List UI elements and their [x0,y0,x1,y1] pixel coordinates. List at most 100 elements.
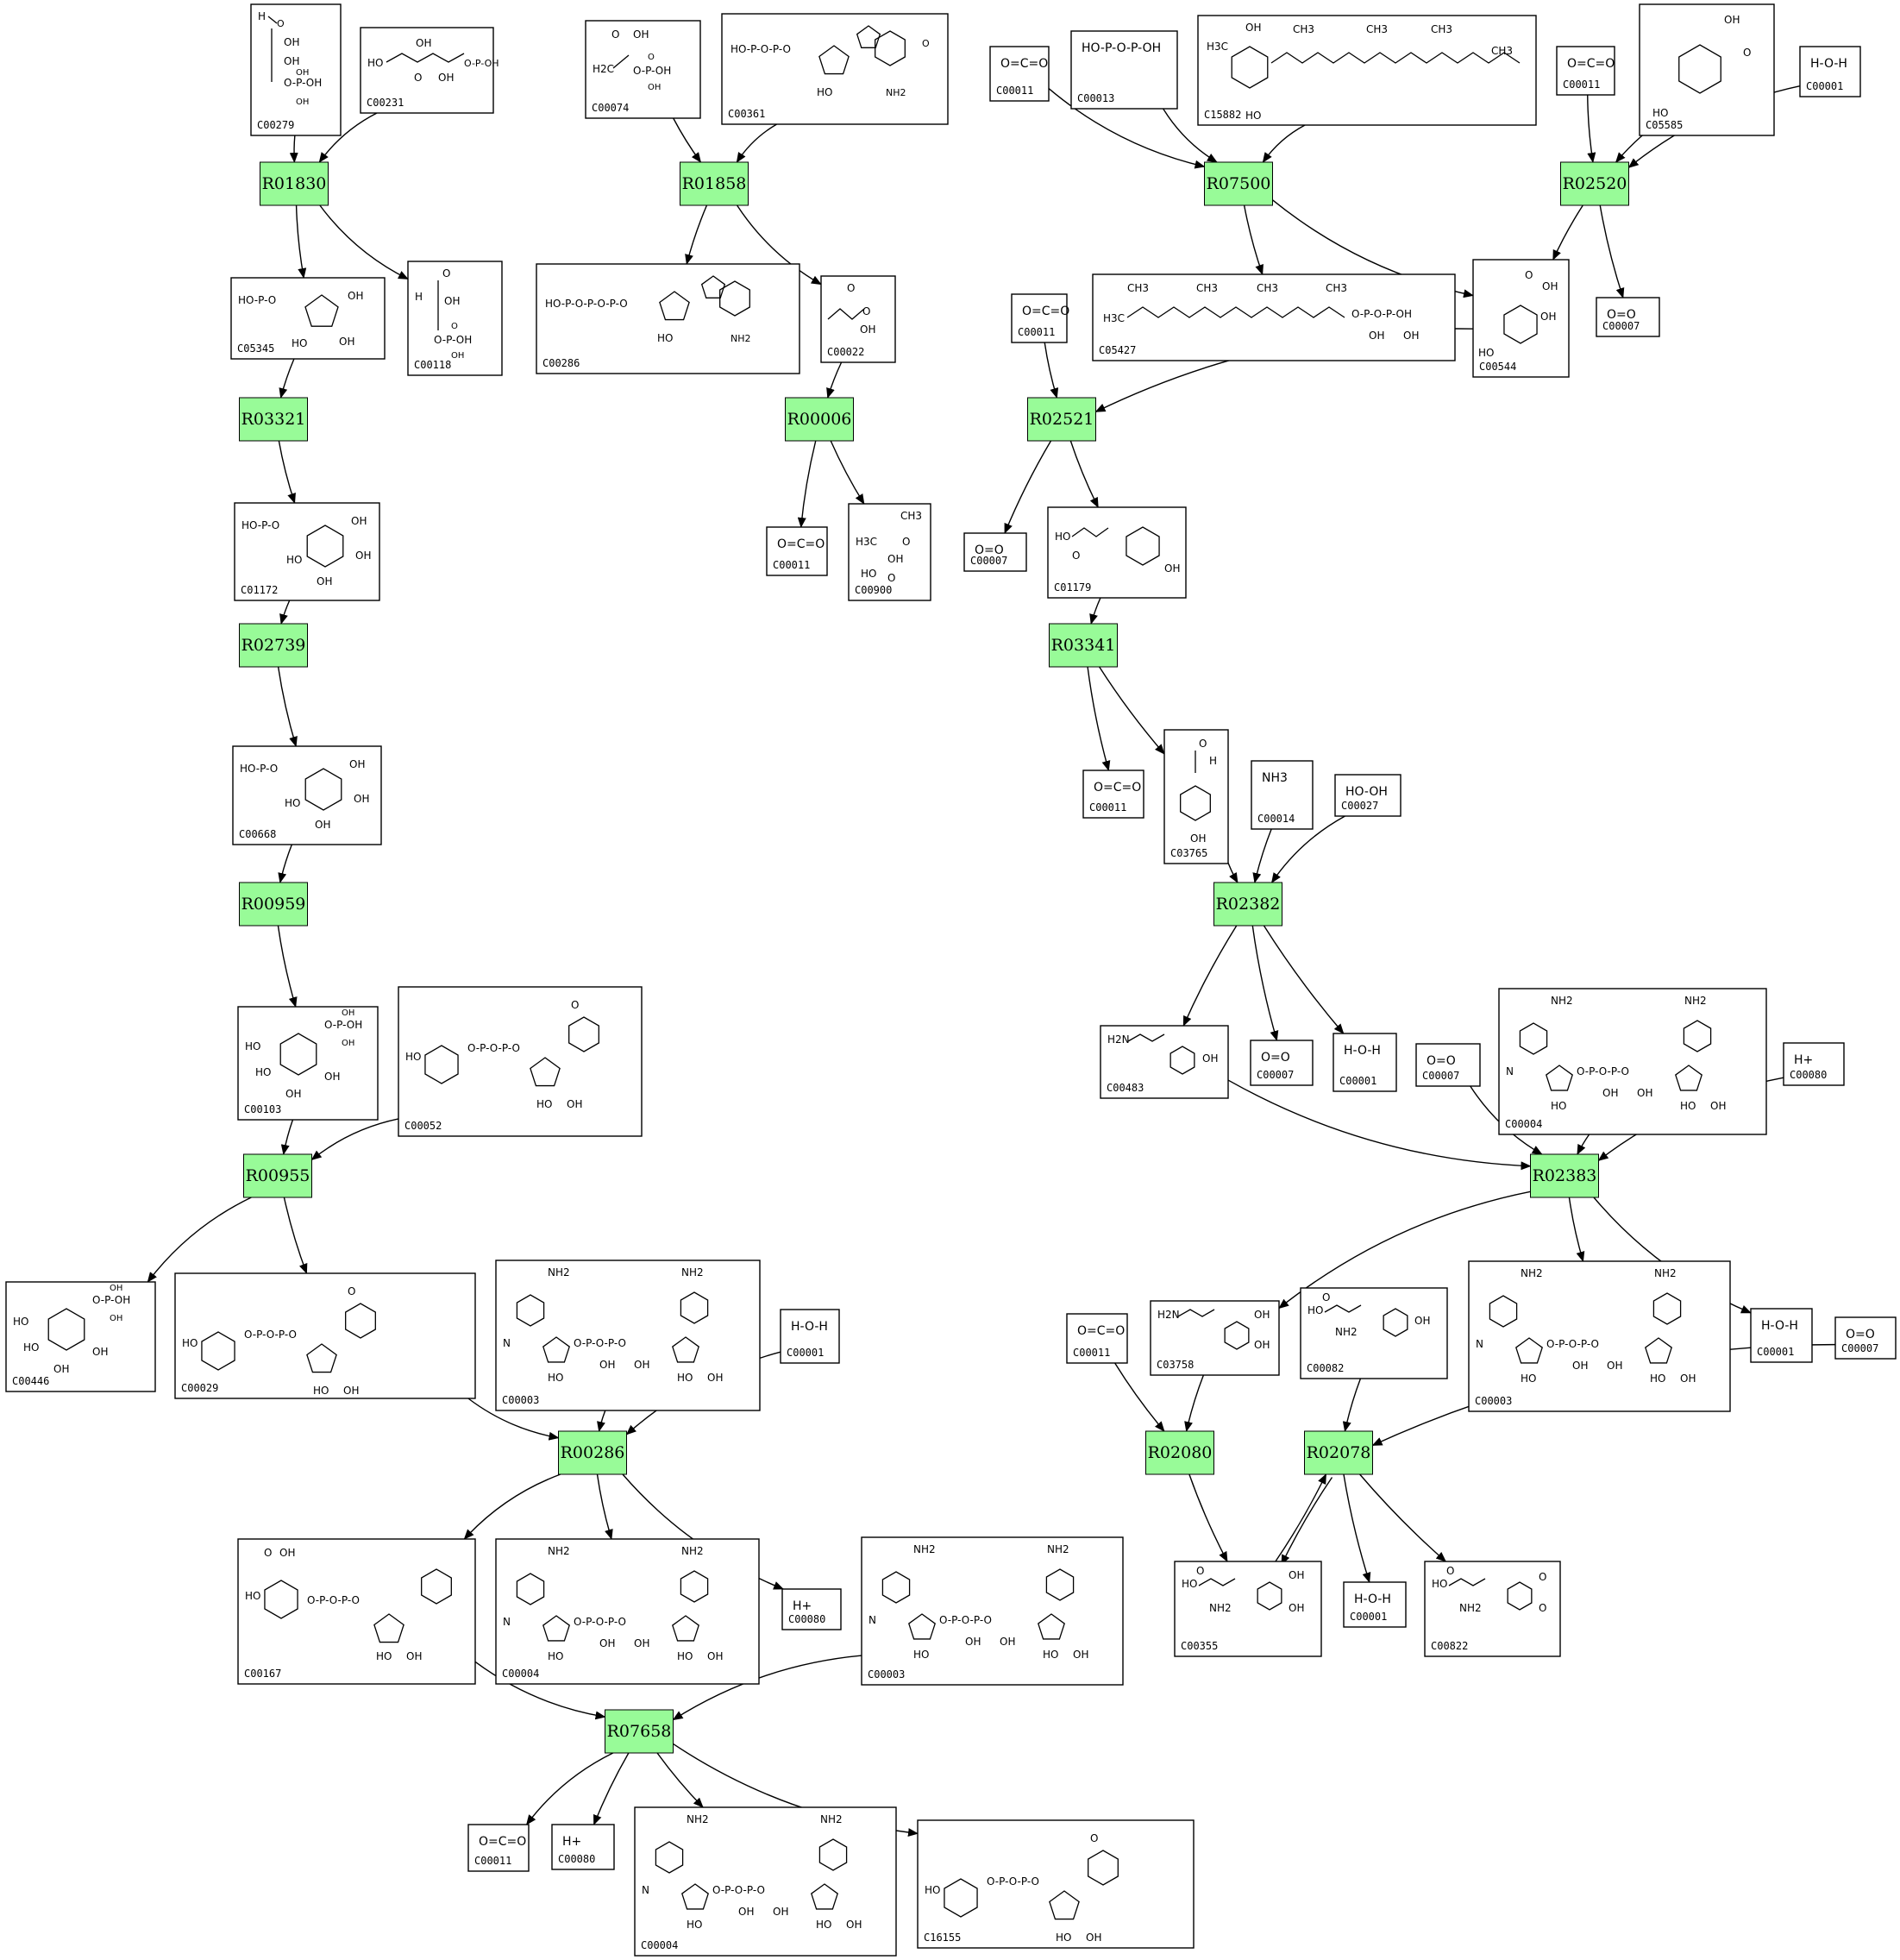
svg-text:HO: HO [376,1650,392,1662]
reaction-node[interactable]: R02382 [1213,882,1282,927]
compound-box [536,263,800,374]
compound-box [1424,1561,1561,1657]
reaction-node[interactable]: R07658 [605,1709,674,1754]
compound-box [360,27,494,114]
reaction-node[interactable]: R02520 [1560,161,1629,206]
reaction-node[interactable]: R07500 [1204,161,1273,206]
reaction-id: R00006 [787,410,852,429]
svg-text:OH: OH [284,36,299,48]
compound-node[interactable]: H+C00080 [781,1588,842,1630]
compound-id: C00004 [502,1668,539,1680]
reaction-node[interactable]: R00959 [239,882,308,927]
compound-id: C05585 [1646,119,1683,131]
edge-arrow [1568,1197,1585,1262]
svg-text:OH: OH [1254,1339,1270,1351]
reaction-node[interactable]: R01858 [680,161,749,206]
reaction-id: R07500 [1207,174,1271,193]
reaction-node[interactable]: R00286 [558,1430,627,1475]
reaction-node[interactable]: R02383 [1530,1153,1599,1198]
reaction-node[interactable]: R02080 [1145,1430,1214,1475]
reaction-node[interactable]: R03321 [239,397,308,442]
compound-node[interactable]: H+C00080 [1783,1042,1845,1086]
reaction-node[interactable]: R02078 [1304,1430,1373,1475]
svg-text:O-P-OH: O-P-OH [464,58,499,69]
compound-box [1596,297,1660,337]
reaction-box [785,397,854,442]
edge-arrow [1599,204,1625,298]
compound-box [780,1309,840,1364]
compound-id: C00118 [414,359,451,371]
reaction-node[interactable]: R01830 [260,161,329,206]
reaction-node[interactable]: R00955 [243,1153,312,1198]
compound-box [1415,1043,1481,1087]
compound-id: C01172 [241,584,278,596]
reaction-node[interactable]: R03341 [1049,623,1118,668]
compound-node[interactable]: H+C00080 [551,1824,615,1870]
reaction-id: R00959 [241,895,306,914]
svg-text:OH: OH [354,793,369,805]
svg-text:H3C: H3C [1207,41,1228,53]
reaction-node[interactable]: R02739 [239,623,308,668]
compound-box [1174,1561,1322,1657]
svg-text:CH3: CH3 [1366,23,1388,35]
reaction-node[interactable]: R02521 [1027,397,1096,442]
reaction-node[interactable]: R00006 [785,397,854,442]
